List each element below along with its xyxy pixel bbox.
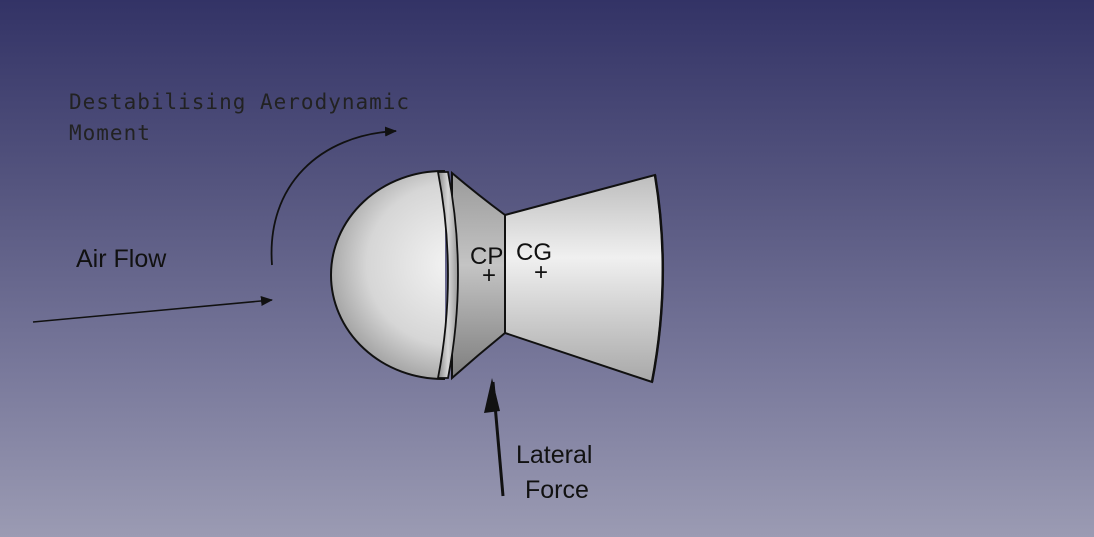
cg-label: CG (516, 239, 552, 266)
capsule-ring (436, 171, 459, 379)
air-flow-arrow (32, 296, 273, 323)
lateral-force-label-line2: Force (525, 476, 589, 504)
moment-label-line2: Moment (69, 121, 151, 145)
capsule-neck (451, 170, 506, 381)
capsule-cone (504, 173, 664, 384)
cp-marker: + (482, 262, 496, 289)
moment-label-line1: Destabilising Aerodynamic (69, 90, 410, 114)
moment-arrow (270, 126, 397, 266)
cg-marker: + (534, 259, 548, 286)
cp-label: CP (470, 243, 503, 270)
air-flow-label: Air Flow (76, 245, 167, 273)
lateral-force-label-line1: Lateral (516, 441, 592, 469)
capsule-body (330, 170, 665, 384)
lateral-force-arrowhead (484, 378, 500, 413)
cone-rim (650, 174, 665, 383)
